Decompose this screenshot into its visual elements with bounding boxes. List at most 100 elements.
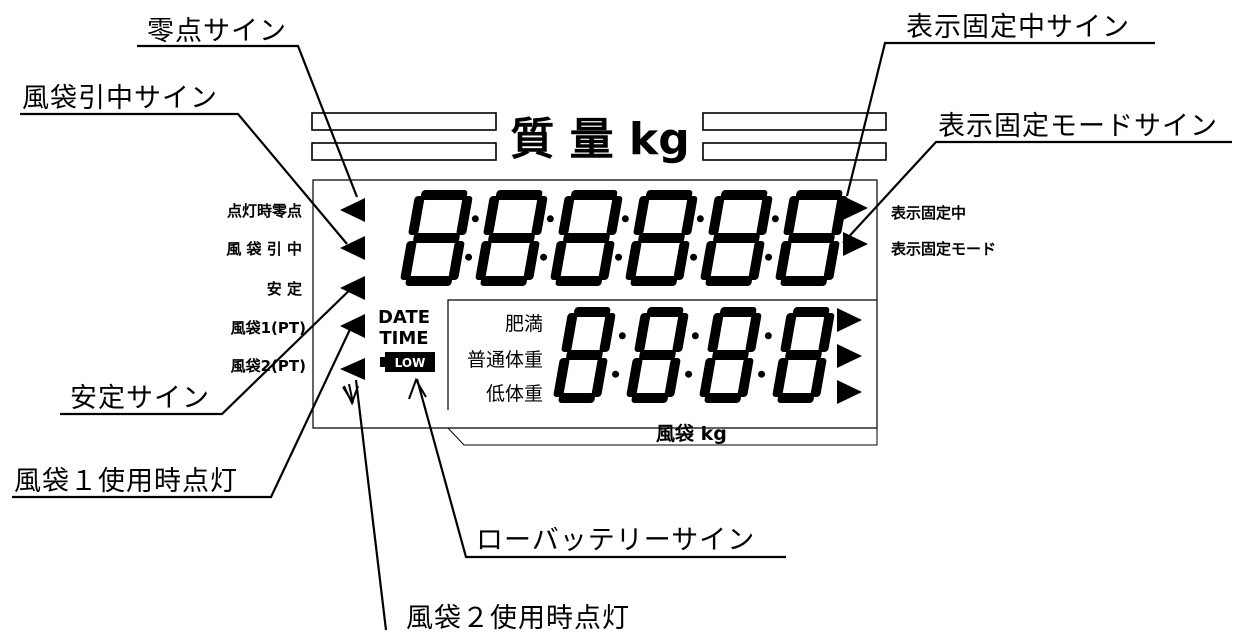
main-digit-1-segment-b [456,196,473,235]
main-digit-4-segment-d [630,276,678,286]
callout-tare1: 風袋１使用時点灯 [14,466,238,497]
sub-digit-2-segment-d [631,393,669,403]
main-digit-3-segment-c [598,241,615,280]
label-taring: 風 袋 引 中 [226,240,302,258]
label-hold-mode: 表示固定モード [891,240,996,258]
leader-tare2 [354,379,388,631]
main-digit-1-segment-f [408,196,425,235]
indicator-tare2-triangle [340,358,365,380]
callout-leaders [12,41,1232,631]
callout-hold-sign: 表示固定中サイン [906,12,1130,43]
callout-tare2: 風袋２使用時点灯 [406,603,630,634]
main-digit-3-segment-b [606,196,623,235]
main-digit-4 [625,190,698,286]
leader-arrowheads [342,377,427,406]
indicator-zero-triangle [340,198,365,222]
sub-digit-4-segment-f [780,313,797,352]
indicator-hold-triangle [843,196,868,220]
sub-digit-2-segment-a [646,307,684,317]
sub-digit-2-segment-g [639,350,676,360]
main-colon-top-dot-5 [771,215,779,223]
sub-digit-4-segment-d [777,393,815,403]
main-digit-4-segment-a [645,190,693,200]
label-lit-zero: 点灯時零点 [227,202,302,220]
main-digit-6 [775,190,848,286]
main-colon-bottom-dot-5 [765,253,773,261]
sub-digit-1-segment-d [558,393,596,403]
sub-digit-4-segment-g [785,350,822,360]
main-digit-1-segment-a [420,190,468,200]
sub-digit-3-segment-g [712,350,749,360]
main-digit-3-segment-e [550,241,567,280]
sub-digit-2-segment-e [626,358,643,397]
label-tare2: 風袋2(PT) [231,357,306,375]
sub-digit-3-segment-c [737,358,754,397]
main-colon-bottom-dot-1 [465,253,473,261]
leader-hold-mode-sign [842,140,1232,244]
indicator-taring-triangle [340,236,365,260]
main-digit-6-segment-a [795,190,843,200]
left-status-labels: 点灯時零点 風 袋 引 中 安 定 風袋1(PT) 風袋2(PT) [226,202,306,375]
main-digit-3-segment-f [558,196,575,235]
sub-colon-bottom-dot-2 [685,370,693,378]
sub-digit-2 [626,307,689,403]
sub-colon-bottom-dot-3 [758,370,766,378]
sub-digit-1 [553,307,616,403]
battery-terminal [380,357,387,367]
sub-display-divider [447,299,877,410]
sub-colon-top-dot-3 [764,332,772,340]
main-colon-top-dot-3 [621,215,629,223]
main-digit-3-segment-a [570,190,618,200]
arrowhead-tare2-b [343,385,359,406]
sub-digit-4-segment-e [772,358,789,397]
main-digit-1-segment-c [448,241,465,280]
sub-digit-2-segment-b [672,313,689,352]
main-digit-4-segment-g [638,233,685,243]
sub-digit-3-segment-d [704,393,742,403]
indicator-under-triangle [837,380,862,404]
leader-hold-sign [845,41,1155,197]
main-digit-2-segment-e [475,241,492,280]
main-digit-6-segment-d [780,276,828,286]
main-digit-1 [400,190,473,286]
sub-digit-2-segment-c [664,358,681,397]
header-bars [311,112,887,161]
sub-digit-1-segment-e [553,358,570,397]
main-digit-5-segment-f [708,196,725,235]
label-stable: 安 定 [267,280,302,298]
sub-digit-3-segment-f [707,313,724,352]
label-hold: 表示固定中 [891,204,966,222]
sub-digit-1-segment-f [561,313,578,352]
sub-digit-3-segment-e [699,358,716,397]
main-digit-5 [700,190,773,286]
main-digit-5-segment-c [748,241,765,280]
main-digit-2-segment-b [531,196,548,235]
callout-hold-mode-sign: 表示固定モードサイン [938,111,1218,142]
main-digit-2-segment-c [523,241,540,280]
main-digit-3-segment-g [563,233,610,243]
main-digit-2-segment-a [495,190,543,200]
sub-digit-3-segment-b [745,313,762,352]
header-bar-right-bottom [702,142,887,161]
label-normal-weight: 普通体重 [467,349,543,371]
header-bar-right-top [702,112,887,131]
header-bar-left-top [311,112,497,131]
main-colon-bottom-dot-2 [540,253,548,261]
main-digit-1-segment-e [400,241,417,280]
main-digit-2-segment-f [483,196,500,235]
sub-digit-4 [772,307,835,403]
main-digit-2-segment-g [488,233,535,243]
main-digit-2-segment-d [480,276,528,286]
sub-colon-top-dot-2 [691,332,699,340]
label-obese: 肥満 [505,313,543,335]
sub-digit-1-segment-b [599,313,616,352]
leader-tare-sign [20,112,348,245]
main-digit-4-segment-e [625,241,642,280]
main-digit-5-segment-a [720,190,768,200]
callout-zero-sign: 零点サイン [147,16,287,47]
header-title: 質 量 kg [510,114,689,165]
sub-digit-1-segment-a [573,307,611,317]
sub-digit-3-segment-a [719,307,757,317]
sub-colon-bottom-dot-1 [612,370,620,378]
sub-digit-4-segment-a [792,307,830,317]
